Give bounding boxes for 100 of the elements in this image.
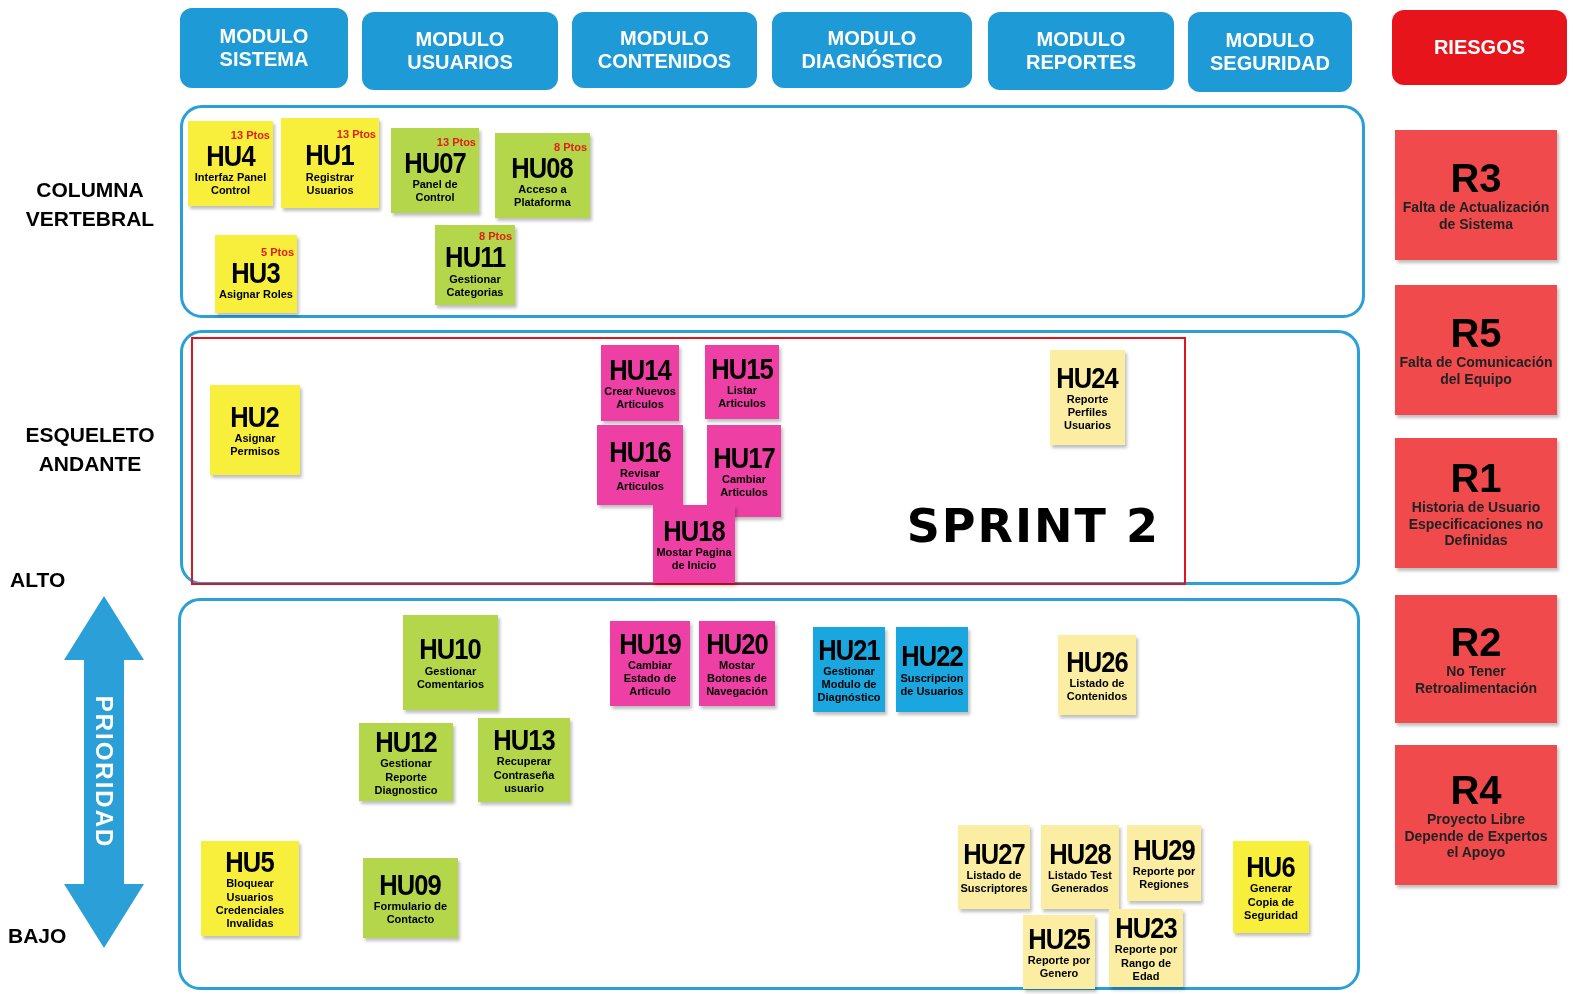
story-title: Listar Articulos [717,384,767,411]
story-id: HU22 [901,641,963,672]
points-label: 13 Ptos [336,129,376,141]
story-title: Gestionar Reporte Diagnostico [373,757,439,797]
story-title: Panel de Control [411,178,459,205]
story-id: HU25 [1028,923,1090,955]
sticky-note [1041,825,1119,909]
story-id: HU27 [963,838,1025,870]
points-label: 8 Ptos [479,231,512,243]
module-header: MODULO USUARIOS [362,12,558,90]
sticky-note [435,225,515,305]
risk-note [1395,438,1557,568]
story-title: Reporte por Rango de Edad [1113,943,1179,983]
story-title: Reporte Perfiles Usuarios [1062,392,1113,433]
story-id: HU29 [1133,834,1195,866]
risk-title: Proyecto Libre Depende de Expertos el Apoyo [1403,810,1549,862]
risk-note [1395,285,1557,415]
sticky-note [403,615,498,710]
sticky-note [610,621,690,706]
risk-note [1395,595,1557,723]
sticky-note [699,621,775,706]
story-id: HU21 [818,634,880,665]
points-label: 8 Ptos [554,141,587,153]
swimlane [180,105,1365,318]
story-id: HU4 [206,140,255,172]
story-id: HU17 [713,442,775,474]
sticky-note [1023,915,1095,989]
sticky-note [215,235,297,313]
swimlane [178,598,1360,990]
story-id: HU20 [706,628,768,659]
sticky-note [201,841,299,936]
story-title: Listado de Contenidos [1065,677,1129,704]
risk-title: No Tener Retroalimentación [1413,663,1539,697]
sticky-note [359,723,453,801]
story-id: HU12 [375,727,437,758]
risk-title: Historia de Usuario Especificaciones no Definidas [1407,498,1545,550]
sticky-note [601,345,679,421]
story-id: HU16 [609,436,671,468]
story-id: HU09 [379,869,442,901]
story-id: HU15 [711,353,773,385]
scale-label: BAJO [8,924,68,948]
scale-label: ALTO [10,568,67,592]
story-id: HU07 [404,147,466,179]
story-id: HU23 [1115,913,1177,944]
swimlane [180,330,1360,585]
story-title: Registrar Usuarios [304,170,356,197]
story-title: Asignar Permisos [229,432,281,459]
story-title: Reporte por Regiones [1131,865,1197,892]
sticky-note [495,133,590,218]
risks-header: RIESGOS [1392,10,1567,85]
story-title: Gestionar Modulo de Diagnóstico [816,664,882,705]
story-id: HU2 [230,401,280,433]
sticky-note [210,385,300,475]
story-id: HU18 [663,515,725,547]
story-title: Cambiar Articulos [719,473,769,500]
row-label: ESQUELETO ANDANTE [24,422,156,478]
story-id: HU26 [1066,646,1128,678]
sticky-note [363,858,458,938]
points-label: 13 Ptos [436,136,476,148]
story-title: Reporte por Genero [1026,954,1092,981]
sticky-note [1233,841,1309,933]
sprint-title: SPRINT 2 [906,499,1160,553]
sticky-note [281,118,379,208]
story-id: HU24 [1056,362,1119,393]
story-id: HU08 [511,152,574,184]
axis-label: PRIORIDAD [90,695,118,849]
story-id: HU11 [444,242,506,273]
story-title: Mostar Pagina de Inicio [656,546,732,573]
sticky-note [1127,825,1201,901]
sticky-note [813,627,885,712]
sticky-note [597,425,683,505]
story-title: Listado de Suscriptores [960,869,1028,896]
points-label: 5 Ptos [261,246,294,258]
story-title: Suscripcion de Usuarios [899,671,965,698]
risk-note [1395,130,1557,260]
story-id: HU10 [419,634,482,665]
story-id: HU6 [1246,852,1296,883]
story-title: Listado Test Generados [1047,869,1113,896]
story-title: Gestionar Categorias [445,272,505,299]
module-header: MODULO CONTENIDOS [572,12,757,88]
sticky-note [958,825,1030,909]
sprint-frame [191,337,1186,585]
risk-id: R4 [1450,768,1502,811]
story-title: Crear Nuevos Articulos [604,385,676,412]
module-header: MODULO DIAGNÓSTICO [772,12,972,88]
story-title: Mostar Botones de Navegación [705,658,769,699]
risk-id: R1 [1450,456,1502,499]
sticky-note [653,505,735,583]
story-title: Gestionar Comentarios [415,664,486,691]
story-title: Bloquear Usuarios Credenciales Invalidas [214,877,286,931]
risk-title: Falta de Actualización de Sistema [1401,199,1551,233]
sticky-note [896,627,968,712]
module-header: MODULO REPORTES [988,12,1174,90]
story-title: Generar Copia de Seguridad [1243,882,1299,922]
story-title: Asignar Roles [219,288,293,302]
story-title: Revisar Articulos [615,467,665,494]
sticky-note [707,425,781,517]
sticky-note [1109,909,1183,987]
row-label: COLUMNA VERTEBRAL [24,177,156,233]
risk-title: Falta de Comunicación del Equipo [1398,354,1554,388]
